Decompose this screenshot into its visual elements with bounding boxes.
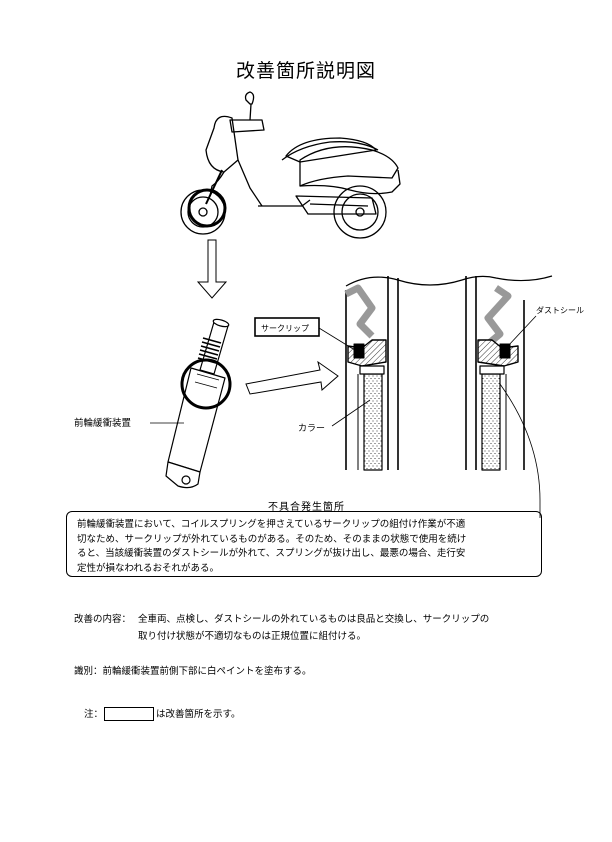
defect-line: 切なため、サークリップが外れているものがある。そのため、そのままの状態で使用を続…	[77, 533, 467, 545]
defect-line: ると、当該緩衝装置のダストシールが外れて、スプリングが抜け出し、最悪の場合、走行…	[77, 548, 466, 559]
defect-line: 定性が損なわれるおそれがある。	[77, 562, 220, 574]
note-prefix: 注：	[84, 709, 104, 720]
collar-label: カラー	[298, 423, 325, 434]
note-suffix: は改善箇所を示す。	[156, 709, 241, 720]
suspension-highlight-circle	[180, 358, 232, 410]
scooter-illustration	[180, 91, 401, 239]
scooter-highlight-circle	[187, 188, 227, 228]
improvement-line-2: 取り付け状態が不適切なものは正規位置に組付ける。	[138, 631, 367, 642]
suspension-unit	[165, 318, 230, 489]
improvement-label: 改善の内容：	[74, 614, 132, 625]
right-arrow	[245, 360, 339, 395]
collar-leader	[331, 399, 371, 427]
defect-description-box: 前輪緩衝装置において、コイルスプリングを押さえているサークリップの組付け作業が不…	[66, 511, 542, 577]
dust-seal-label: ダストシール	[536, 305, 584, 315]
improvement-line-1: 全車両、点検し、ダストシールの外れているものは良品と交換し、サークリップの	[138, 614, 490, 625]
defect-heading: 不具合発生箇所	[268, 502, 345, 513]
identification-text: 識別：前輪緩衝装置前側下部に白ペイントを塗布する。	[74, 666, 312, 677]
cross-section	[344, 275, 553, 471]
circlip-label: サークリップ	[261, 324, 309, 333]
defect-leader	[499, 383, 541, 518]
circlip-leader	[318, 327, 359, 353]
defect-line: 前輪緩衝装置において、コイルスプリングを押さえているサークリップの組付け作業が不…	[77, 519, 466, 530]
dust-seal-leader	[507, 315, 537, 347]
circlip-label-box	[254, 317, 320, 337]
note-legend-box	[104, 707, 154, 721]
page-title: 改善箇所説明図	[235, 60, 376, 82]
down-arrow	[196, 239, 228, 299]
front-suspension-label: 前輪緩衝装置	[74, 417, 131, 429]
